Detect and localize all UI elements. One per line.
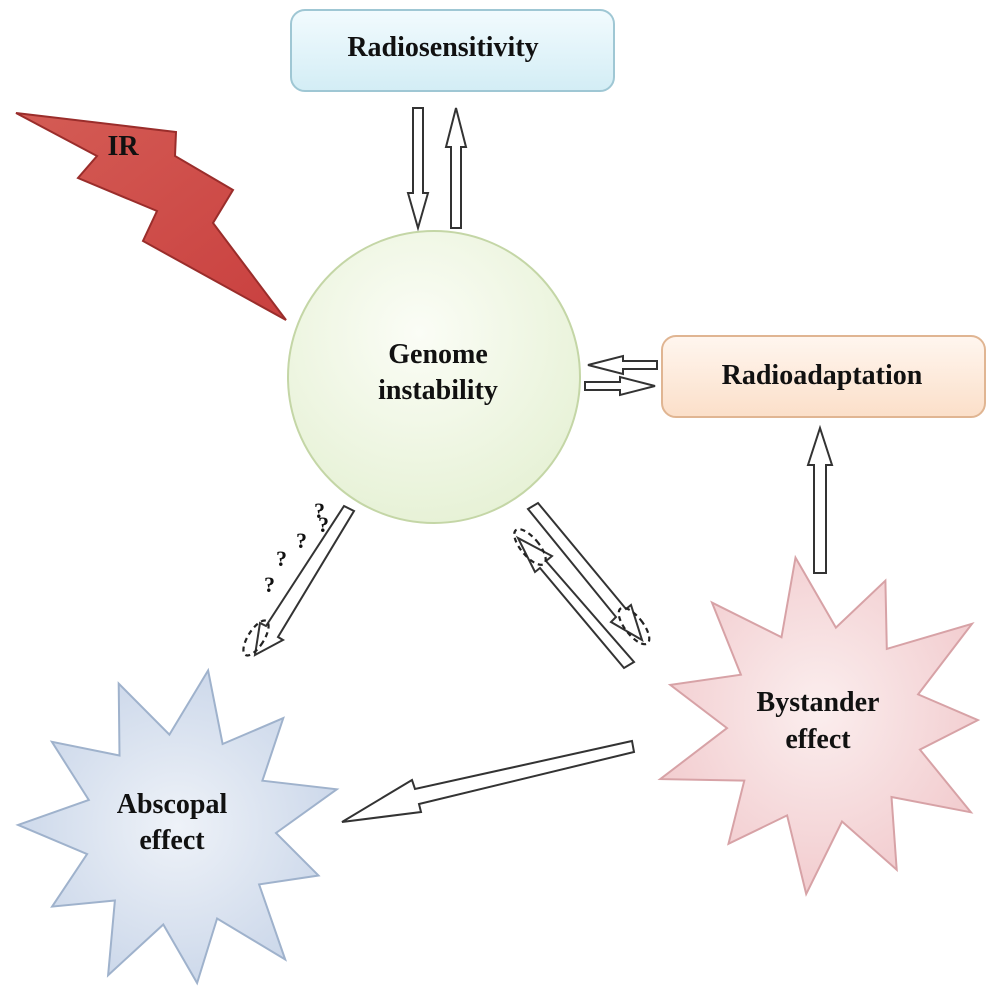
arrow-genome-to-bystander-dashed-tip [617,606,651,646]
ir-label: IR [107,131,139,162]
question-mark: ? [276,546,287,571]
genome-instability-label-line2: instability [378,375,498,406]
radiosensitivity-label: Radiosensitivity [347,32,538,63]
bystander-effect-label-line1: Bystander [757,687,880,718]
arrow-radioadaptation-to-genome [587,354,658,376]
radiosensitivity-box [290,9,615,92]
arrow-bystander-to-radioadaptation [806,424,834,574]
genome-instability-circle [287,230,581,524]
question-mark: ? [314,498,325,523]
abscopal-effect-node: Abscopal effect [15,667,340,986]
question-mark: ? [264,572,275,597]
abscopal-effect-star [15,667,340,986]
lightning-icon [15,112,287,321]
arrow-bystander-to-abscopal [341,739,636,823]
radioadaptation-box [661,335,986,418]
bystander-effect-star [657,554,981,897]
ir-lightning-bolt: IR [15,112,287,321]
arrow-genome-to-abscopal-dashed-tip [242,619,270,657]
genome-instability-node: Genome instability [287,230,581,524]
arrow-genome-to-bystander [526,501,644,643]
radiosensitivity-node: Radiosensitivity [290,9,615,92]
abscopal-effect-label-line1: Abscopal [117,789,228,820]
arrow-radiosensitivity-to-genome [406,107,430,232]
bystander-effect-node: Bystander effect [657,554,981,897]
radioadaptation-label: Radioadaptation [722,360,923,391]
arrow-bystander-to-genome-dashed-tip [513,528,547,566]
question-mark: ? [296,528,307,553]
radioadaptation-node: Radioadaptation [661,335,986,418]
question-marks: ? ? ? ? ? [264,498,329,597]
question-mark: ? [318,512,329,537]
arrow-genome-to-radiosensitivity [444,107,468,229]
abscopal-effect-label-line2: effect [139,825,205,856]
bystander-effect-label-line2: effect [785,724,851,755]
arrow-genome-to-radioadaptation [584,375,656,397]
arrow-genome-to-abscopal [253,504,356,657]
genome-instability-label-line1: Genome [388,339,488,370]
